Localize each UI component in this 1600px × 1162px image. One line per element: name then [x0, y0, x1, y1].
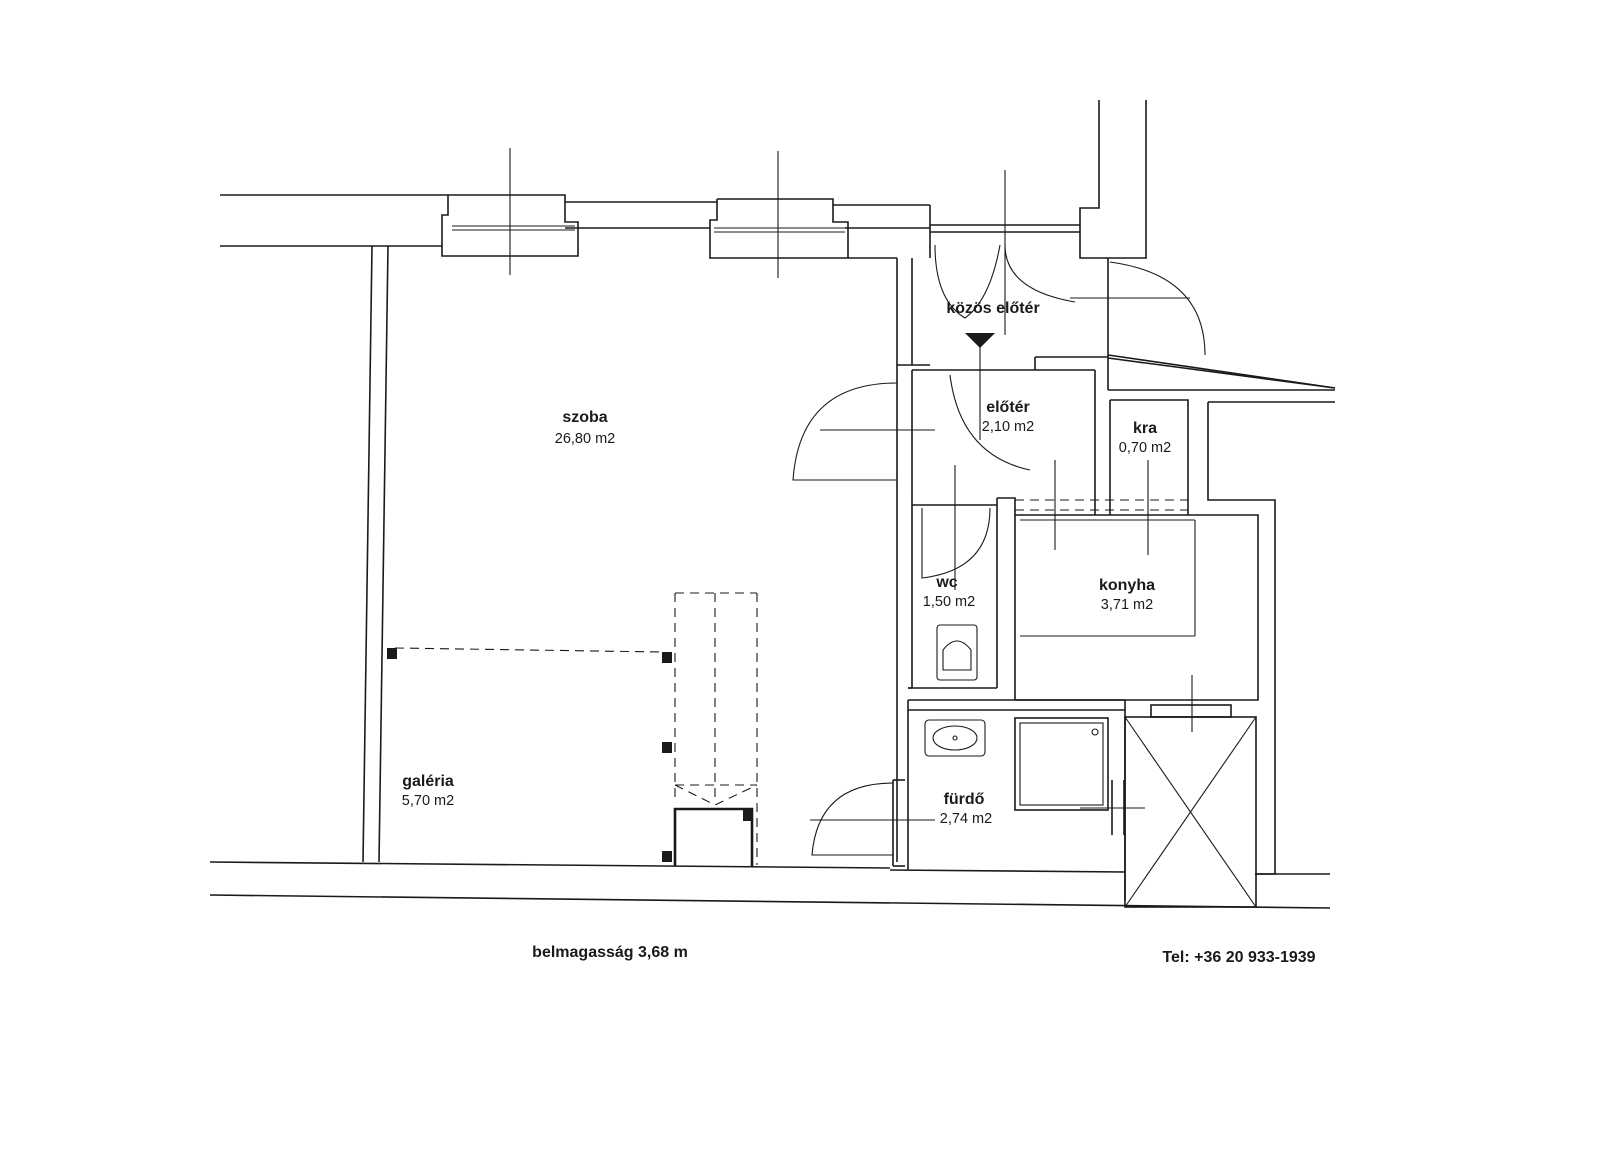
room-labels: közös előtér szoba 26,80 m2 előtér 2,10 … [402, 300, 1171, 827]
doors [792, 170, 1206, 856]
room-name-kamra: kra [1133, 420, 1157, 437]
room-area-konyha: 3,71 m2 [1101, 597, 1153, 613]
walls [209, 100, 1336, 909]
room-area-wc: 1,50 m2 [923, 594, 975, 610]
room-area-szoba: 26,80 m2 [555, 431, 615, 447]
room-area-galeria: 5,70 m2 [402, 793, 454, 809]
room-name-konyha: konyha [1099, 577, 1155, 594]
room-name-szoba: szoba [562, 409, 607, 426]
room-name-eloter: előtér [986, 399, 1030, 416]
footer: belmagasság 3,68 m Tel: +36 20 933-1939 [532, 944, 1315, 966]
room-name-galeria: galéria [402, 773, 454, 790]
fixtures [924, 624, 1145, 811]
ceiling-height-note: belmagasság 3,68 m [532, 944, 688, 961]
room-area-furdo: 2,74 m2 [940, 811, 992, 827]
toilet-icon [936, 624, 978, 681]
room-name-furdo: fürdő [944, 791, 985, 808]
room-name-kozos-eloter: közös előtér [946, 300, 1039, 317]
room-area-eloter: 2,10 m2 [982, 419, 1034, 435]
sink-icon [924, 719, 986, 757]
room-name-wc: wc [935, 574, 957, 591]
gallery [387, 592, 758, 866]
phone-number: Tel: +36 20 933-1939 [1162, 949, 1315, 966]
shower-icon [1014, 717, 1109, 811]
room-area-kamra: 0,70 m2 [1119, 440, 1171, 456]
